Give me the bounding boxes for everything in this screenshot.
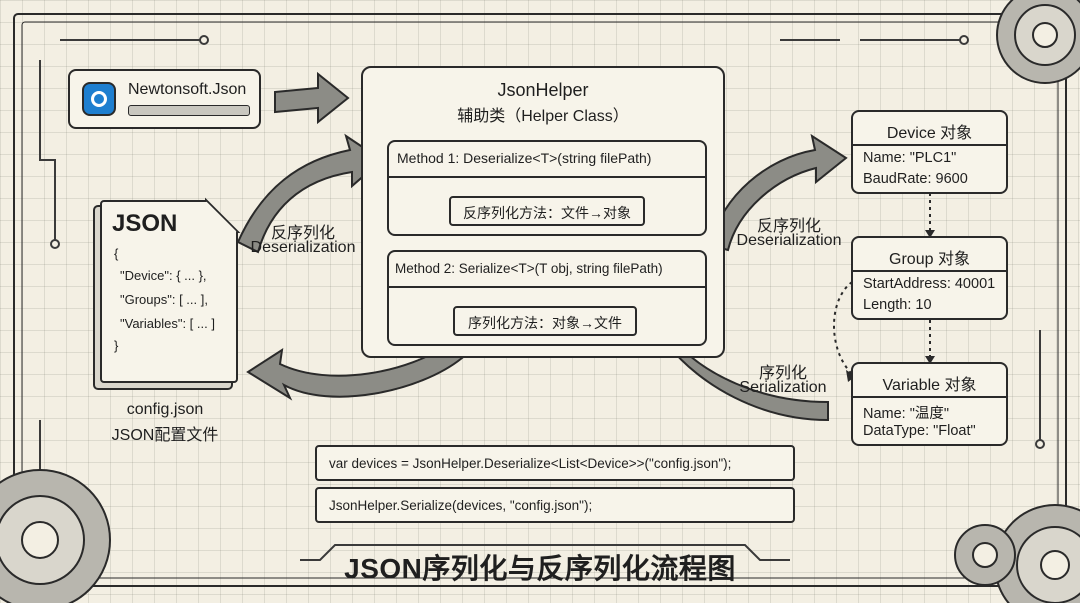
variable-object-field: Name: "温度" <box>863 406 950 422</box>
device-object-box: Device 对象 Name: "PLC1" BaudRate: 9600 <box>851 110 1008 194</box>
variable-object-field: DataType: "Float" <box>863 423 976 439</box>
gear-icon <box>996 0 1080 84</box>
method1-note: 反序列化方法：文件→对象 <box>449 196 645 226</box>
gear-icon <box>0 469 111 603</box>
method2-signature: Method 2: Serialize<T>(T obj, string fil… <box>395 261 663 276</box>
method1-note-text: 反序列化方法：文件→对象 <box>463 205 631 221</box>
json-line: { <box>114 246 119 261</box>
method1-signature: Method 1: Deserialize<T>(string filePath… <box>397 150 652 166</box>
code-text: var devices = JsonHelper.Deserialize<Lis… <box>329 456 732 471</box>
gear-icon <box>954 524 1016 586</box>
arrow-serialize-left <box>246 342 464 401</box>
helper-subtitle: 辅助类（Helper Class） <box>457 108 629 125</box>
arrow-deserialize-right <box>708 133 848 252</box>
code-line-deserialize: var devices = JsonHelper.Deserialize<Lis… <box>315 445 795 481</box>
gear-icon <box>994 504 1080 603</box>
method2-box: Method 2: Serialize<T>(T obj, string fil… <box>387 250 707 346</box>
method2-note-text: 序列化方法：对象→文件 <box>468 315 622 331</box>
arrow-library-to-helper <box>274 71 350 125</box>
outer-frame <box>13 13 1067 587</box>
library-box: Newtonsoft.Json <box>68 69 261 129</box>
code-text: JsonHelper.Serialize(devices, "config.js… <box>329 498 593 513</box>
json-caption: JSON配置文件 <box>111 427 219 444</box>
variable-object-title: Variable 对象 <box>882 377 977 394</box>
serialize-right-en: Serialization <box>739 379 827 396</box>
json-line: } <box>114 338 119 353</box>
device-object-title: Device 对象 <box>886 125 973 142</box>
json-line: "Groups": [ ... ], <box>120 292 208 307</box>
deserialize-right-cn: 反序列化 <box>756 218 821 235</box>
deserialize-left-en: Deserialization <box>250 239 356 256</box>
json-heading: JSON <box>112 210 178 237</box>
group-object-title: Group 对象 <box>889 251 970 268</box>
library-progress-bar <box>128 105 250 116</box>
json-line: "Device": { ... }, <box>120 268 207 283</box>
serialize-right-cn: 序列化 <box>758 365 807 382</box>
group-object-field: StartAddress: 40001 <box>863 276 996 292</box>
library-name: Newtonsoft.Json <box>128 81 247 98</box>
deserialize-left-cn: 反序列化 <box>270 225 335 242</box>
group-object-field: Length: 10 <box>863 297 932 313</box>
newtonsoft-logo-icon <box>82 82 116 116</box>
variable-object-box: Variable 对象 Name: "温度" DataType: "Float" <box>851 362 1008 446</box>
json-filename: config.json <box>126 401 204 418</box>
device-object-field: BaudRate: 9600 <box>863 171 968 187</box>
code-line-serialize: JsonHelper.Serialize(devices, "config.js… <box>315 487 795 523</box>
page-title: JSON序列化与反序列化流程图 <box>344 553 736 584</box>
method2-note: 序列化方法：对象→文件 <box>453 306 637 336</box>
helper-title: JsonHelper <box>497 80 589 100</box>
device-object-field: Name: "PLC1" <box>863 150 957 166</box>
group-object-box: Group 对象 StartAddress: 40001 Length: 10 <box>851 236 1008 320</box>
deserialize-right-en: Deserialization <box>736 232 842 249</box>
json-line: "Variables": [ ... ] <box>120 316 215 331</box>
json-document: JSON { "Device": { ... }, "Groups": [ ..… <box>100 200 238 383</box>
inner-frame <box>21 21 1059 579</box>
object-connectors <box>833 193 931 375</box>
